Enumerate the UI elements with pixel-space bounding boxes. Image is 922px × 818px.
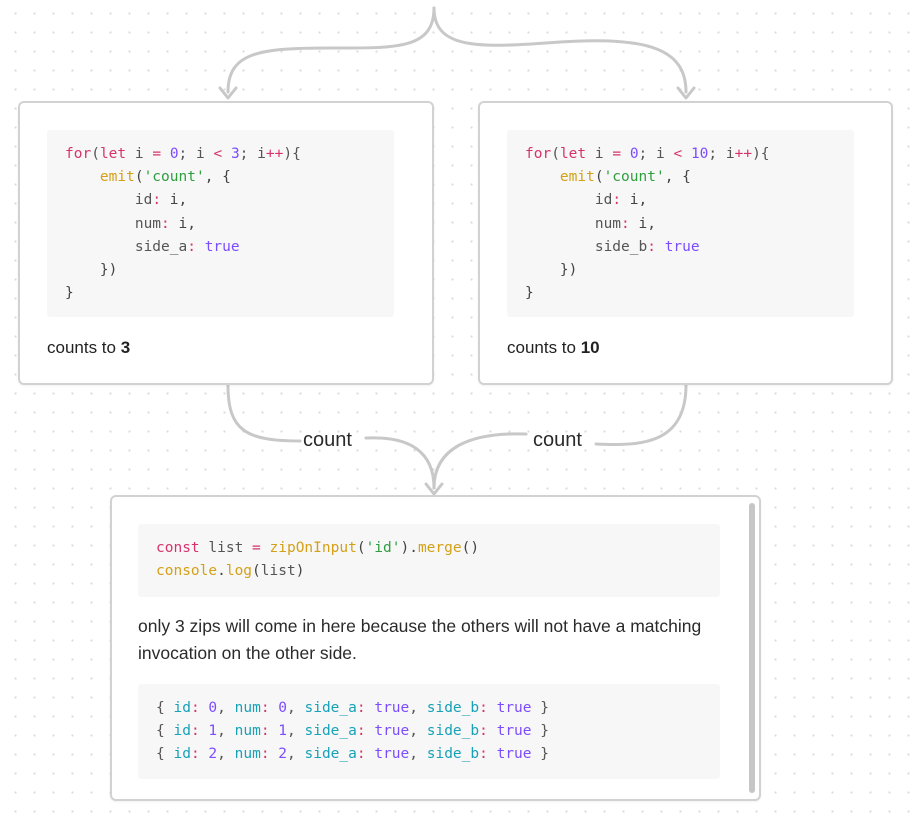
code-block-node-b: for(let i = 0; i < 10; i++){ emit('count… bbox=[507, 130, 854, 317]
scrollbar[interactable] bbox=[749, 503, 755, 793]
wire-node-b-label-to-merge bbox=[432, 432, 528, 490]
output-row: { id: 1, num: 1, side_a: true, side_b: t… bbox=[156, 723, 549, 740]
edge-label-right: count bbox=[533, 429, 582, 451]
wire-node-b-to-merge bbox=[594, 383, 688, 447]
output-row: { id: 0, num: 0, side_a: true, side_b: t… bbox=[156, 700, 549, 716]
code-block-merge: const list = zipOnInput('id').merge() co… bbox=[138, 524, 720, 597]
arrowhead-node-b bbox=[676, 86, 696, 100]
caption-count-value: 10 bbox=[580, 338, 600, 357]
node-b[interactable]: for(let i = 0; i < 10; i++){ emit('count… bbox=[478, 101, 893, 385]
output-block: { id: 0, num: 0, side_a: true, side_b: t… bbox=[138, 684, 720, 779]
edge-label-left: count bbox=[303, 429, 352, 451]
arrowhead-merge-node bbox=[424, 482, 444, 496]
wire-node-a-label-to-merge bbox=[364, 436, 436, 490]
top-split-wire-right bbox=[432, 6, 688, 94]
wire-node-a-to-merge bbox=[226, 383, 302, 443]
caption-count-value: 3 bbox=[120, 338, 131, 357]
top-split-wire-left bbox=[226, 6, 436, 94]
code-block-node-a: for(let i = 0; i < 3; i++){ emit('count'… bbox=[47, 130, 394, 317]
output-row: { id: 2, num: 2, side_a: true, side_b: t… bbox=[156, 746, 549, 763]
node-merge[interactable]: const list = zipOnInput('id').merge() co… bbox=[110, 495, 761, 801]
description-paragraph: only 3 zips will come in here because th… bbox=[138, 616, 702, 663]
caption-node-a: counts to 3 bbox=[47, 338, 131, 357]
arrowhead-node-a bbox=[218, 86, 238, 100]
node-a[interactable]: for(let i = 0; i < 3; i++){ emit('count'… bbox=[18, 101, 434, 385]
caption-node-b: counts to 10 bbox=[507, 338, 600, 357]
